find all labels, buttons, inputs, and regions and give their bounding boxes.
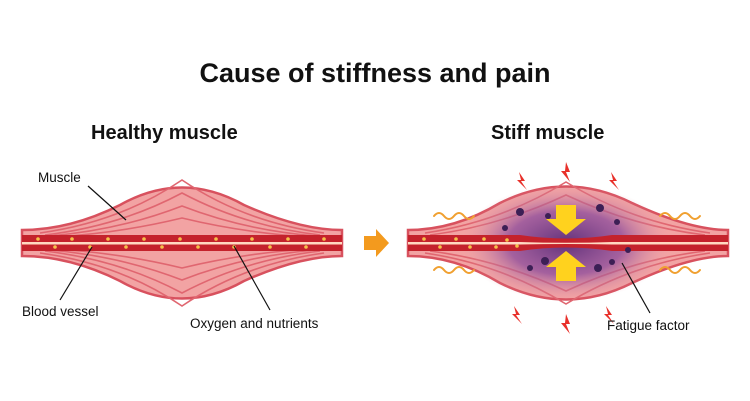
tension-wave-icon — [433, 212, 701, 274]
compression-arrow-icon — [546, 251, 586, 281]
transition-arrow-icon — [364, 229, 389, 257]
healthy-nutrient-particles — [36, 237, 326, 249]
blood-vessel-label: Blood vessel — [22, 304, 99, 319]
stiff-muscle-heading: Stiff muscle — [491, 122, 605, 144]
fatigue-particle-icon — [502, 204, 631, 272]
blood-vessel-leader-line — [59, 246, 93, 301]
fatigue-leader-line — [621, 262, 651, 314]
muscle-leader-line — [87, 185, 127, 221]
healthy-muscle-heading: Healthy muscle — [91, 122, 238, 144]
stiff-nutrient-particles — [422, 237, 519, 249]
oxygen-nutrients-label: Oxygen and nutrients — [190, 316, 319, 331]
pain-bolt-icon — [512, 162, 619, 334]
oxygen-leader-line — [233, 245, 271, 311]
healthy-muscle — [20, 179, 344, 311]
compression-arrow-icon — [546, 205, 586, 235]
muscle-label: Muscle — [38, 170, 81, 185]
fatigue-factor-label: Fatigue factor — [607, 318, 690, 333]
stiff-muscle — [406, 162, 730, 334]
healthy-muscle-fibers — [39, 179, 325, 307]
page-title: Cause of stiffness and pain — [199, 58, 551, 88]
